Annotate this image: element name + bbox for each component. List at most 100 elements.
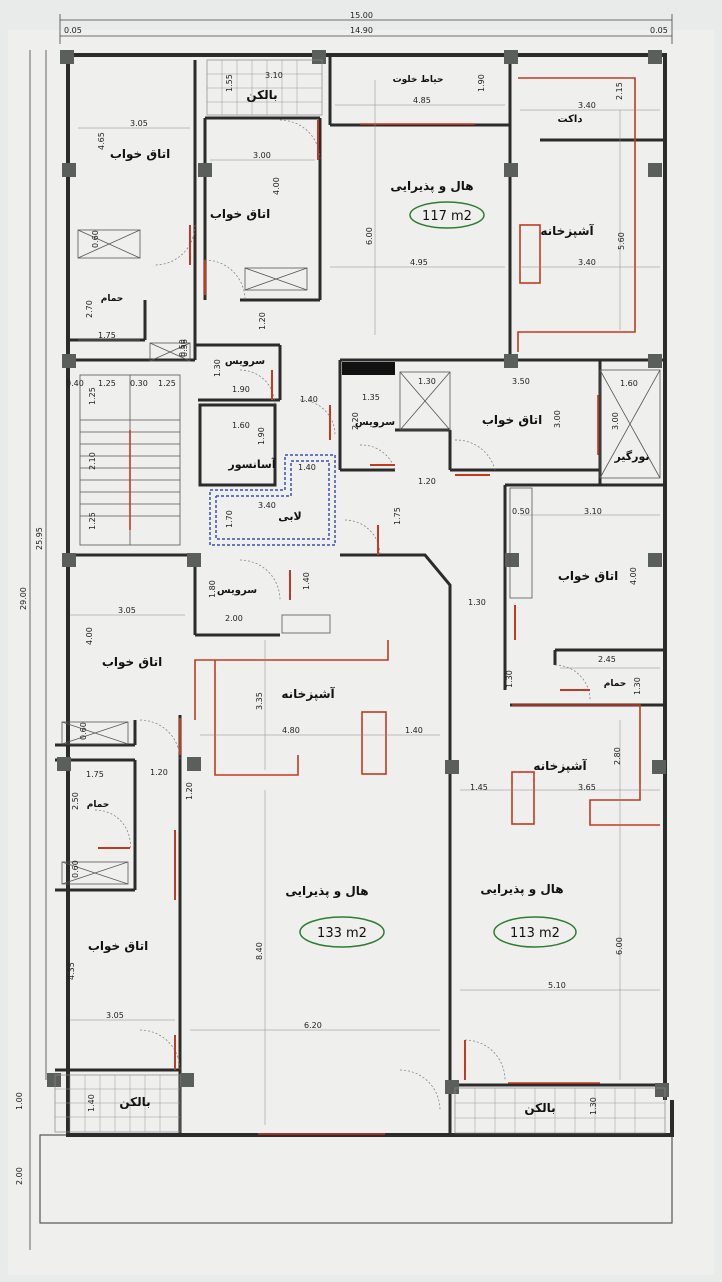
measure: 6.00 [365, 227, 374, 245]
label-terrace: حیاط خلوت [393, 75, 444, 85]
measure: 1.90 [257, 427, 266, 445]
label-hall-top: هال و پذیرایی [390, 179, 473, 194]
measure: 1.90 [232, 385, 250, 394]
measure: 1.25 [88, 387, 97, 405]
area-ellipse-left [299, 916, 385, 948]
dim-inner-width: 14.90 [350, 26, 373, 35]
label-kitchen-right: آشپزخانه [533, 758, 587, 773]
label-wc-left: سرویس [217, 585, 257, 596]
door-leaves [98, 120, 590, 1080]
label-kitchen-top: آشپزخانه [540, 223, 594, 238]
measure: 0.60 [71, 860, 80, 878]
measure: 1.30 [633, 677, 642, 695]
measure: 1.80 [208, 580, 217, 598]
measure: 3.40 [578, 101, 596, 110]
label-balcony-right: بالکن [524, 1101, 555, 1115]
label-wc-mid: سرویس [355, 417, 395, 428]
label-balcony-top: بالکن [246, 88, 277, 102]
label-balcony-left: بالکن [119, 1095, 150, 1109]
measure: 3.00 [553, 410, 562, 428]
measure: 4.00 [85, 627, 94, 645]
measure: 2.45 [598, 655, 616, 664]
measure: 4.65 [97, 132, 106, 150]
shafts [61, 229, 661, 885]
measure: 4.00 [272, 177, 281, 195]
measure: 4.80 [282, 726, 300, 735]
label-bedroom-top-left: اتاق خواب [110, 147, 170, 162]
measure: 3.40 [258, 501, 276, 510]
area-ellipse-right [493, 916, 577, 948]
area-ellipse-top [409, 201, 485, 229]
columns [47, 50, 669, 1097]
label-bedroom-left-mid: اتاق خواب [102, 655, 162, 670]
area-badges: 117 m2 133 m2 113 m2 [299, 201, 577, 948]
label-bedroom-mid-right: اتاق خواب [482, 413, 542, 428]
measure: 3.65 [578, 783, 596, 792]
measure: 0.50 [512, 507, 530, 516]
label-bath-left: حمام [87, 800, 110, 810]
measure: 1.70 [225, 510, 234, 528]
measure: 1.20 [418, 477, 436, 486]
measure: 2.70 [85, 300, 94, 318]
dim-offset-right: 0.05 [650, 26, 668, 35]
label-bath-right: حمام [604, 679, 627, 689]
label-lobby: لابی [278, 510, 301, 523]
balcony-tile-grid [55, 60, 665, 1133]
label-duct: داکت [558, 114, 583, 125]
measure: 0.50 [178, 339, 187, 357]
measure: 6.20 [304, 1021, 322, 1030]
lobby-outline [209, 454, 336, 546]
measure: 4.00 [629, 567, 638, 585]
measure: 5.60 [617, 232, 626, 250]
measure: 3.05 [106, 1011, 124, 1020]
dim-total-width: 15.00 [350, 11, 373, 20]
measure: 1.30 [468, 598, 486, 607]
measure: 2.10 [88, 452, 97, 470]
measure: 1.75 [98, 331, 116, 340]
measure: 2.20 [351, 412, 360, 430]
label-hall-right: هال و پذیرایی [480, 882, 563, 897]
measure: 4.95 [410, 258, 428, 267]
measure: 2.15 [615, 82, 624, 100]
balcony-tiles [54, 59, 666, 1134]
measure: 1.45 [470, 783, 488, 792]
measure: 1.25 [158, 379, 176, 388]
dim-inner-height: 25.95 [35, 527, 44, 550]
measure: 1.20 [185, 782, 194, 800]
area-right: 113 m2 [510, 926, 560, 941]
label-bedroom-right: اتاق خواب [558, 569, 618, 584]
measure: 3.05 [130, 119, 148, 128]
interior-walls [55, 55, 665, 1135]
interior-dimension-lines [70, 80, 660, 1125]
dim-front-setback: 2.00 [15, 1167, 24, 1185]
measure: 1.75 [86, 770, 104, 779]
paper-sheet [8, 30, 714, 1275]
measure: 3.50 [512, 377, 530, 386]
measure: 4.85 [413, 96, 431, 105]
measure: 3.05 [118, 606, 136, 615]
room-labels: بالکن اتاق خواب اتاق خواب هال و پذیرایی … [87, 75, 650, 1115]
measure: 1.60 [620, 379, 638, 388]
label-bedroom-top-mid: اتاق خواب [210, 207, 270, 222]
measure: 1.20 [258, 312, 267, 330]
measure: 6.00 [615, 937, 624, 955]
label-wc-top: سرویس [225, 356, 265, 367]
label-kitchen-left: آشپزخانه [281, 686, 335, 701]
measure: 1.55 [225, 74, 234, 92]
measure: 1.30 [589, 1097, 598, 1115]
measure: 1.90 [477, 74, 486, 92]
measure: 4.35 [67, 962, 76, 980]
measure: 3.10 [265, 71, 283, 80]
label-lightwell: نورگیر [613, 450, 649, 463]
measure: 3.00 [611, 412, 620, 430]
label-elevator: آسانسور [227, 457, 276, 471]
label-bath-top: حمام [101, 294, 124, 304]
measure: 1.60 [232, 421, 250, 430]
measure: 5.10 [548, 981, 566, 990]
measure: 1.75 [393, 507, 402, 525]
measure: 0.60 [91, 230, 100, 248]
measure: 1.25 [88, 512, 97, 530]
measure: 3.00 [253, 151, 271, 160]
measure: 3.40 [578, 258, 596, 267]
measure: 2.80 [613, 747, 622, 765]
